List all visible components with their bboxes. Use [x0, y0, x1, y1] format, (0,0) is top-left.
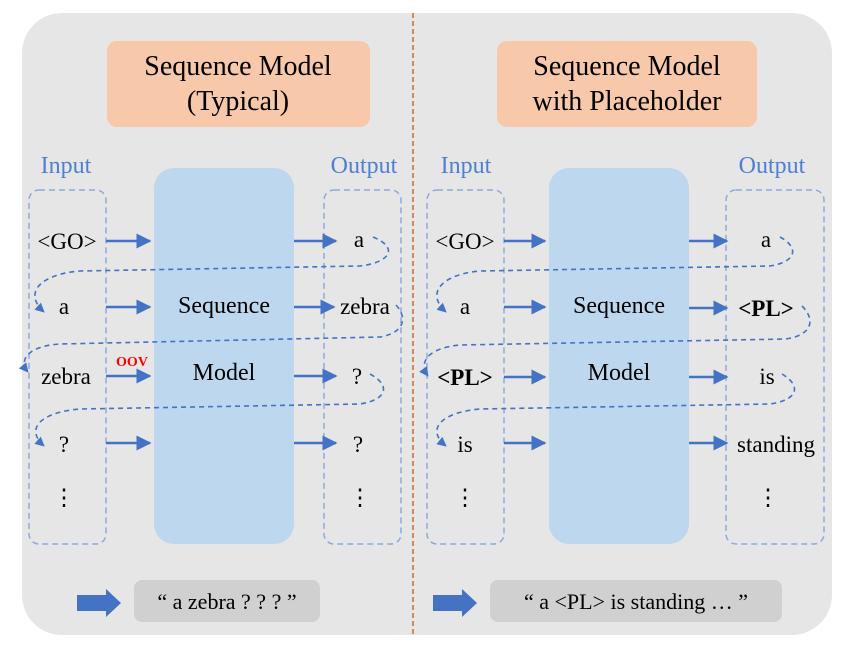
left-title-line2: (Typical) — [187, 86, 289, 117]
right-feedback-curve — [419, 305, 811, 377]
left-input-column — [28, 189, 107, 545]
right-title-line1: Sequence Model — [533, 51, 721, 82]
right-title-line2: with Placeholder — [533, 86, 723, 117]
left-panel: Sequence Model (Typical) Input Output Se… — [18, 41, 404, 622]
left-model-label-line1: Sequence — [178, 293, 270, 319]
block-arrow-right-icon — [433, 589, 477, 617]
right-model-label-line2: Model — [588, 360, 651, 386]
right-result-box — [490, 580, 782, 622]
left-output-token: ? — [352, 364, 362, 389]
right-input-label: Input — [441, 153, 492, 179]
left-output-token: ⋮ — [349, 485, 372, 510]
oov-label: OOV — [116, 355, 148, 370]
right-input-token: <PL> — [437, 365, 493, 390]
right-input-token: ⋮ — [454, 485, 477, 510]
right-output-column — [725, 189, 825, 545]
right-panel: Sequence Model with Placeholder Input Ou… — [419, 41, 825, 622]
left-title-line1: Sequence Model — [144, 51, 332, 82]
right-input-token: is — [457, 432, 472, 457]
left-output-token: zebra — [340, 294, 390, 319]
right-output-token: ⋮ — [757, 485, 780, 510]
right-result-text: “ a <PL> is standing … ” — [524, 589, 748, 614]
right-output-label: Output — [739, 153, 806, 179]
right-input-token: a — [460, 294, 470, 319]
right-output-token: a — [761, 227, 771, 252]
left-output-token: a — [354, 227, 364, 252]
right-title-box — [497, 41, 757, 127]
left-feedback-curve — [34, 373, 385, 447]
left-result-box — [134, 580, 320, 622]
right-output-token: <PL> — [738, 296, 794, 321]
left-input-token: ⋮ — [53, 485, 76, 510]
left-title-box — [107, 41, 370, 127]
right-model-box — [549, 168, 689, 544]
left-model-label-line2: Model — [193, 360, 256, 386]
left-input-label: Input — [41, 153, 92, 179]
left-input-token: zebra — [41, 364, 91, 389]
left-model-box — [154, 168, 294, 544]
left-output-token: ? — [353, 432, 363, 457]
left-feedback-curve — [18, 304, 404, 373]
block-arrow-right-icon — [77, 589, 121, 617]
left-input-token: <GO> — [37, 229, 96, 254]
left-output-column — [323, 189, 402, 545]
left-input-token: ? — [59, 432, 69, 457]
right-model-label-line1: Sequence — [573, 293, 665, 319]
left-result-text: “ a zebra ? ? ? ” — [157, 589, 296, 614]
left-input-token: a — [59, 294, 69, 319]
right-output-token: is — [759, 364, 774, 389]
left-output-label: Output — [331, 153, 398, 179]
left-feedback-curve — [34, 236, 390, 313]
right-output-token: standing — [737, 432, 815, 457]
right-input-token: <GO> — [435, 229, 494, 254]
